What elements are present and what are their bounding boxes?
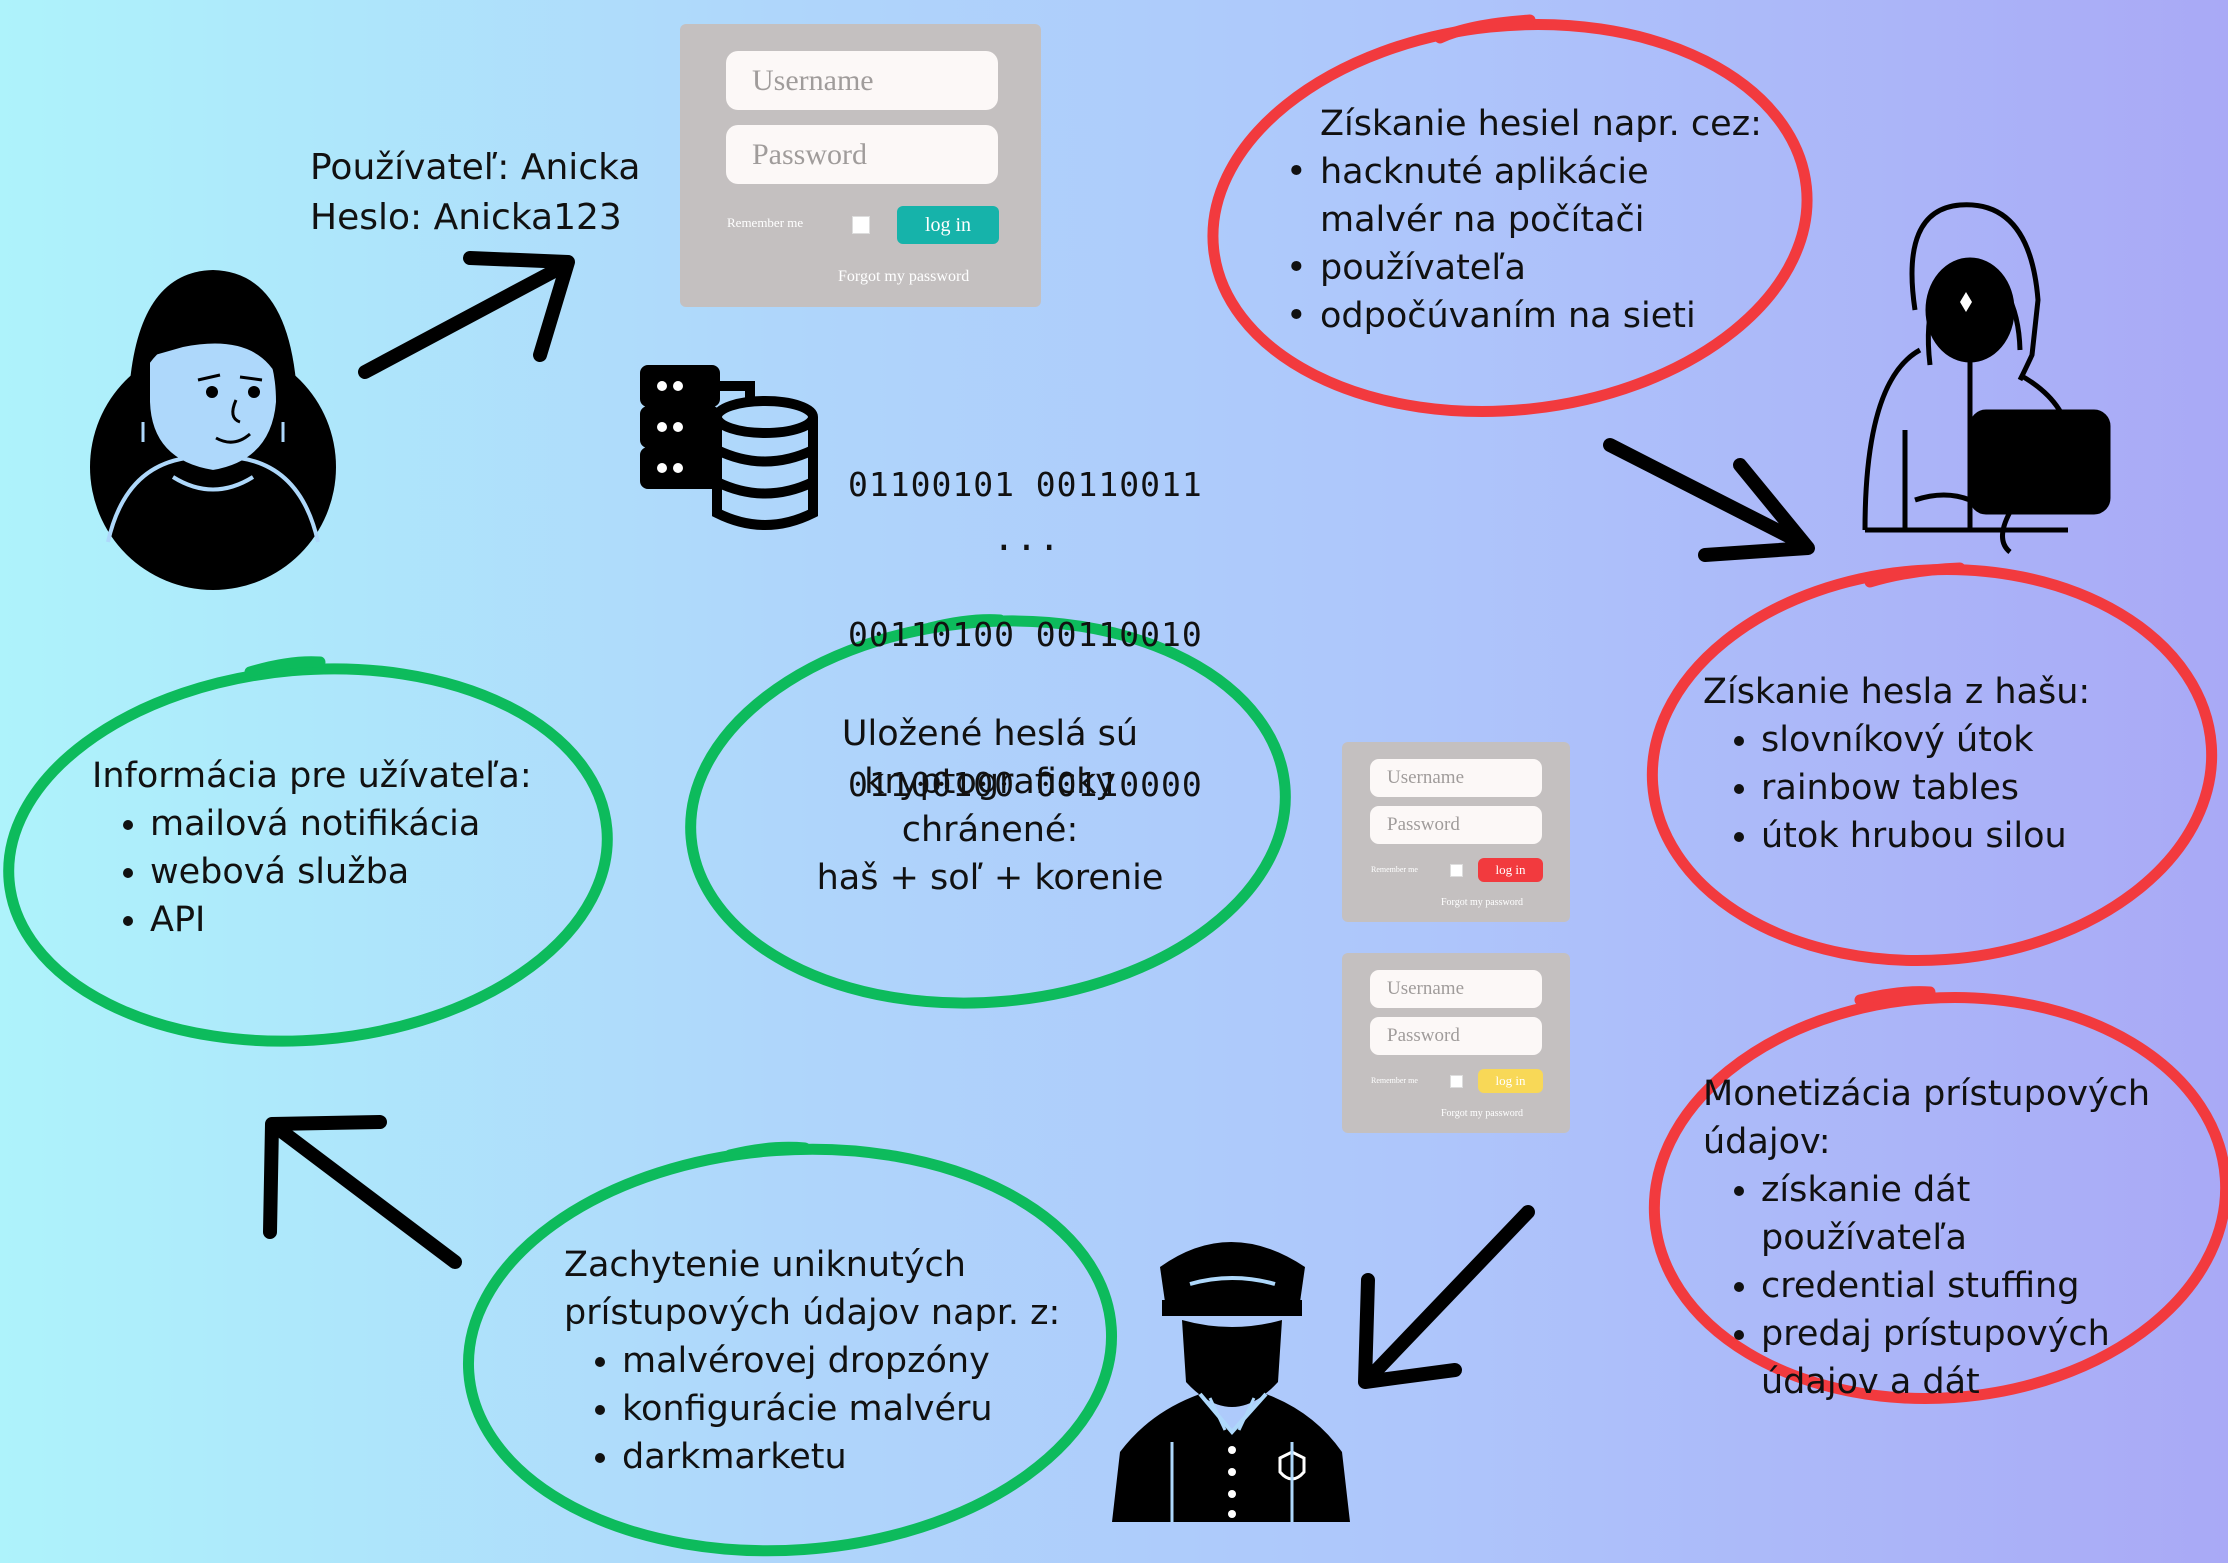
list-item: •hacknuté aplikácie [1286, 152, 1649, 192]
info-ellipse [3, 656, 613, 1047]
password-field[interactable]: Password [726, 125, 998, 184]
login-form-panel: Username Password Remember me log in For… [680, 24, 1041, 307]
login-form-panel-yellow: Username Password Remember me log in For… [1342, 953, 1570, 1133]
hash-line: 01100100 00110000 [848, 765, 1203, 804]
list-item: rainbow tables [1761, 764, 2143, 812]
stored-ellipse [685, 614, 1291, 1009]
list-item: malvérovej dropzóny [622, 1337, 1064, 1385]
password-field[interactable]: Password [1370, 806, 1542, 844]
monetize-bubble-text: Monetizácia prístupových údajov: získani… [1703, 1070, 2173, 1406]
remember-checkbox[interactable] [852, 216, 870, 234]
hash-line: 01100101 00110011 [848, 465, 1203, 504]
user-credentials: Používateľ: Anicka Heslo: Anicka123 [310, 143, 650, 243]
crack-ellipse [1646, 562, 2218, 967]
list-item: darkmarketu [622, 1433, 1064, 1481]
hash-binary-block: 01100101 00110011 00110100 00110010 0110… [848, 360, 1203, 910]
crack-bubble-text: Získanie hesla z hašu: slovníkový útok r… [1703, 668, 2143, 860]
arrow-icon [263, 1115, 462, 1269]
crack-list: slovníkový útok rainbow tables útok hrub… [1703, 716, 2143, 860]
arrow-icon [1603, 438, 1815, 562]
monetize-ellipse [1648, 986, 2228, 1405]
stored-line: Uložené heslá sú [841, 714, 1139, 754]
hash-ellipsis: ... [993, 518, 1062, 559]
info-title: Informácia pre užívateľa: [92, 756, 532, 796]
login-button[interactable]: log in [1478, 1069, 1543, 1093]
stored-line: haš + soľ + korenie [816, 858, 1164, 898]
credentials-username: Používateľ: Anicka [310, 147, 641, 188]
hash-line: 00110100 00110010 [848, 615, 1203, 654]
username-field[interactable]: Username [726, 51, 998, 110]
username-field[interactable]: Username [1370, 759, 1542, 797]
password-field[interactable]: Password [1370, 1017, 1542, 1055]
login-button[interactable]: log in [1478, 858, 1543, 882]
list-item: •malvér na počítači používateľa [1286, 200, 1645, 288]
list-item: konfigurácie malvéru [622, 1385, 1064, 1433]
remember-label: Remember me [1371, 1076, 1418, 1085]
remember-label: Remember me [727, 215, 804, 230]
list-item: mailová notifikácia [150, 800, 572, 848]
credentials-password: Heslo: Anicka123 [310, 197, 622, 238]
user-avatar-icon [90, 270, 336, 590]
hacker-icon [1862, 202, 2111, 554]
database-server-icon [640, 365, 818, 530]
username-field[interactable]: Username [1370, 970, 1542, 1008]
list-item: webová služba [150, 848, 572, 896]
steal-ellipse [1207, 14, 1813, 417]
monetize-list: získanie dát používateľa credential stuf… [1703, 1166, 2173, 1406]
list-item: •odpočúvaním na sieti [1286, 296, 1696, 336]
intercept-list: malvérovej dropzóny konfigurácie malvéru… [564, 1337, 1064, 1481]
steal-title: Získanie hesiel napr. cez: [1320, 104, 1762, 144]
forgot-password-link[interactable]: Forgot my password [838, 268, 970, 285]
stored-bubble-text: Uložené heslá sú kryptograficky chránené… [790, 710, 1190, 902]
list-item: API [150, 896, 572, 944]
list-item: predaj prístupových údajov a dát [1761, 1310, 2121, 1406]
stored-line: kryptograficky [864, 762, 1116, 802]
list-item: credential stuffing [1761, 1262, 2173, 1310]
login-form-panel-red: Username Password Remember me log in For… [1342, 742, 1570, 922]
monetize-title: Monetizácia prístupových údajov: [1703, 1074, 2151, 1162]
stored-line: chránené: [901, 810, 1079, 850]
intercept-ellipse [462, 1141, 1118, 1557]
arrow-icon [358, 251, 575, 379]
list-item: útok hrubou silou [1761, 812, 2143, 860]
police-officer-icon [1112, 1242, 1350, 1522]
forgot-password-link[interactable]: Forgot my password [1441, 897, 1524, 908]
info-list: mailová notifikácia webová služba API [92, 800, 572, 944]
intercept-title: Zachytenie uniknutých prístupových údajo… [564, 1245, 1061, 1333]
remember-label: Remember me [1371, 865, 1418, 874]
info-bubble-text: Informácia pre užívateľa: mailová notifi… [92, 752, 572, 944]
list-item: získanie dát používateľa [1761, 1166, 2173, 1262]
list-item: slovníkový útok [1761, 716, 2143, 764]
login-button[interactable]: log in [897, 206, 999, 244]
remember-checkbox[interactable] [1450, 1075, 1463, 1088]
steal-bubble-text: Získanie hesiel napr. cez: •hacknuté apl… [1286, 100, 1770, 340]
remember-checkbox[interactable] [1450, 864, 1463, 877]
steal-list: •hacknuté aplikácie •malvér na počítači … [1286, 148, 1770, 340]
intercept-bubble-text: Zachytenie uniknutých prístupových údajo… [564, 1241, 1064, 1481]
arrow-icon [1358, 1205, 1535, 1389]
crack-title: Získanie hesla z hašu: [1703, 672, 2091, 712]
forgot-password-link[interactable]: Forgot my password [1441, 1108, 1524, 1119]
